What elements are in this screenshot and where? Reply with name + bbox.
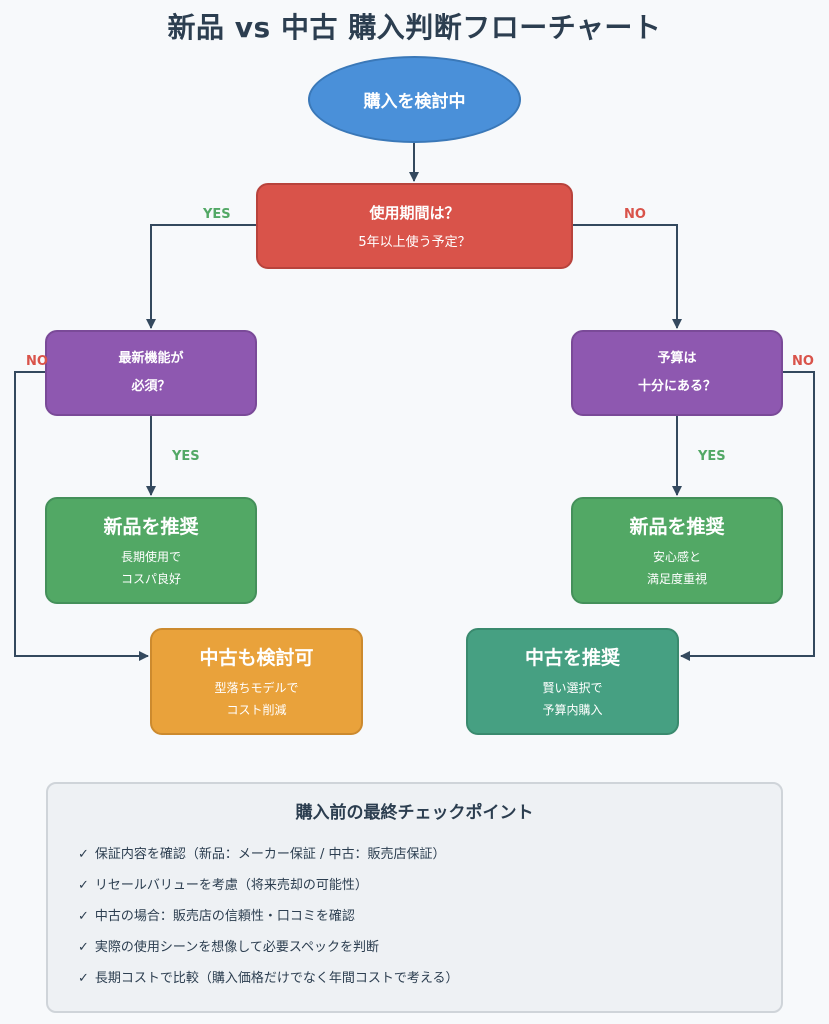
features-no-label: NO [26, 354, 48, 369]
budget-no-label: NO [792, 354, 814, 369]
arrow-budget-no [680, 371, 815, 661]
arrow-usage-yes [146, 224, 256, 329]
arrow-usage-no [573, 224, 682, 329]
usage-period-question: 使用期間は？ 5年以上使う予定？ [256, 183, 573, 269]
check-icon: ✓ [78, 878, 89, 893]
usage-no-label: NO [624, 207, 646, 222]
checklist-list: ✓ 保証内容を確認（新品：メーカー保証 / 中古：販売店保証） ✓ リセールバリュー… [78, 845, 781, 1000]
consider-used-line1: 型落ちモデルで [214, 680, 299, 695]
budget-line2: 十分にある？ [637, 379, 716, 394]
consider-used-title: 中古も検討可 [199, 646, 314, 669]
recommend-used-line1: 賢い選択で [542, 680, 603, 695]
arrow-features-no [14, 371, 149, 661]
checklist-title: 購入前の最終チェックポイント [295, 803, 534, 823]
check-icon: ✓ [78, 971, 89, 986]
final-checklist-panel: 購入前の最終チェックポイント ✓ 保証内容を確認（新品：メーカー保証 / 中古：販… [46, 782, 783, 1013]
recommend-used-title: 中古を推奨 [524, 646, 620, 669]
usage-period-title: 使用期間は？ [369, 204, 460, 222]
recommend-new-left-line2: コスパ良好 [120, 571, 181, 586]
recommend-used-line2: 予算内購入 [542, 702, 603, 717]
consider-used-node: 中古も検討可 型落ちモデルで コスト削減 [150, 628, 363, 735]
start-node-label: 購入を検討中 [363, 92, 466, 112]
checklist-item: ✓ リセールバリューを考慮（将来売却の可能性） [78, 876, 781, 907]
recommend-new-right-line2: 満足度重視 [646, 571, 707, 586]
recommend-new-right-title: 新品を推奨 [629, 515, 725, 538]
check-icon: ✓ [78, 940, 89, 955]
checklist-item: ✓ 中古の場合：販売店の信頼性・口コミを確認 [78, 907, 781, 938]
budget-question: 予算は 十分にある？ [571, 330, 783, 416]
check-icon: ✓ [78, 847, 89, 862]
recommend-new-node-right: 新品を推奨 安心感と 満足度重視 [571, 497, 783, 604]
features-yes-label: YES [172, 449, 200, 464]
recommend-new-node-left: 新品を推奨 長期使用で コスパ良好 [45, 497, 257, 604]
budget-yes-label: YES [698, 449, 726, 464]
checklist-item-text: 長期コストで比較（購入価格だけでなく年間コストで考える） [94, 971, 459, 986]
checklist-item-text: 実際の使用シーンを想像して必要スペックを判断 [94, 940, 379, 955]
checklist-item-text: 中古の場合：販売店の信頼性・口コミを確認 [94, 909, 355, 924]
checklist-item-text: リセールバリューを考慮（将来売却の可能性） [94, 878, 368, 893]
recommend-new-left-line1: 長期使用で [120, 549, 181, 564]
latest-features-line2: 必須？ [131, 379, 171, 394]
checklist-item: ✓ 実際の使用シーンを想像して必要スペックを判断 [78, 938, 781, 969]
consider-used-line2: コスト削減 [226, 702, 287, 717]
recommend-new-left-title: 新品を推奨 [103, 515, 199, 538]
recommend-used-node: 中古を推奨 賢い選択で 予算内購入 [466, 628, 679, 735]
checklist-item-text: 保証内容を確認（新品：メーカー保証 / 中古：販売店保証） [94, 847, 446, 862]
recommend-new-right-line1: 安心感と [652, 549, 701, 564]
usage-period-subtitle: 5年以上使う予定？ [358, 235, 471, 250]
checklist-item: ✓ 長期コストで比較（購入価格だけでなく年間コストで考える） [78, 969, 781, 1000]
latest-features-line1: 最新機能が [118, 351, 184, 366]
budget-line1: 予算は [657, 351, 697, 366]
latest-features-question: 最新機能が 必須？ [45, 330, 257, 416]
page-title: 新品 vs 中古 購入判断フローチャート [167, 11, 662, 44]
usage-yes-label: YES [203, 207, 231, 222]
checklist-item: ✓ 保証内容を確認（新品：メーカー保証 / 中古：販売店保証） [78, 845, 781, 876]
check-icon: ✓ [78, 909, 89, 924]
start-node: 購入を検討中 [308, 56, 521, 143]
